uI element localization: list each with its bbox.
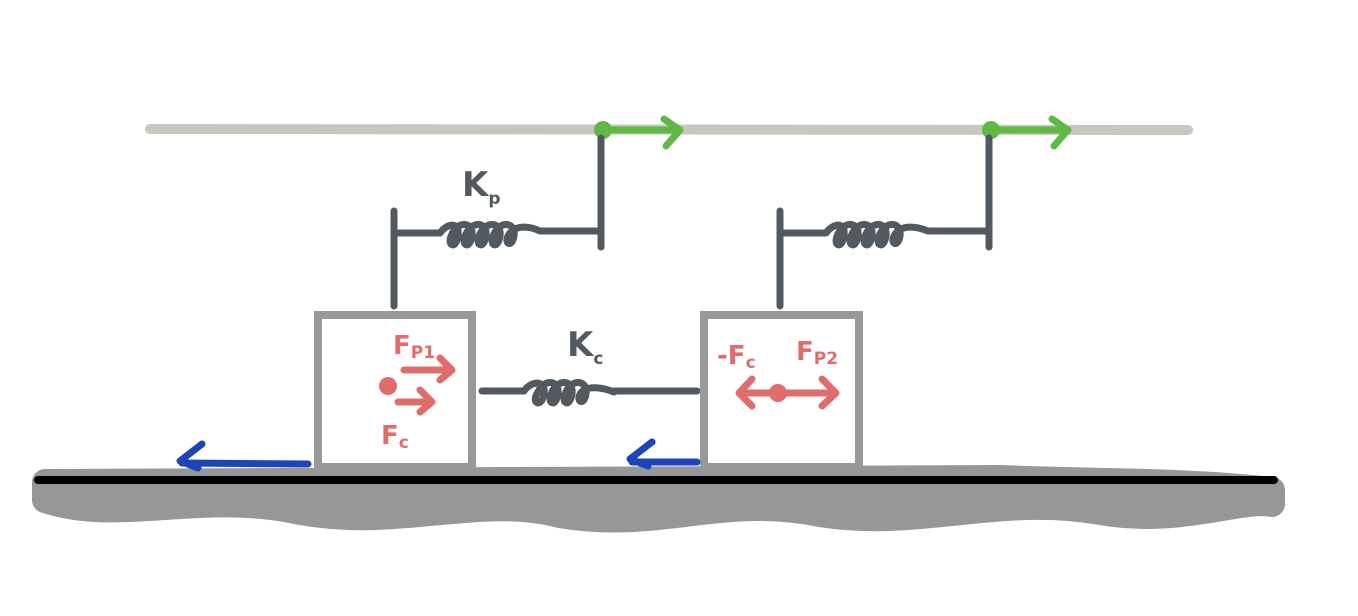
label-fc1: Fc bbox=[381, 421, 409, 453]
mass-block-2 bbox=[700, 311, 863, 471]
force-arrows-block-1 bbox=[379, 354, 456, 416]
mass-block-1 bbox=[314, 311, 476, 471]
velocity-arrow-2 bbox=[982, 115, 1072, 150]
label-fp2: FP2 bbox=[796, 337, 838, 369]
friction-arrow-2 bbox=[626, 438, 701, 470]
label-kp-sub: p bbox=[488, 189, 500, 209]
label-kp: Kp bbox=[462, 165, 501, 209]
label-kc-sub: c bbox=[593, 349, 603, 369]
ground-hatch bbox=[32, 465, 1285, 533]
spring-kc bbox=[478, 379, 701, 407]
label-minus-fc-sub: c bbox=[746, 353, 756, 373]
label-fc1-sub: c bbox=[399, 433, 409, 453]
label-fp2-sub: P2 bbox=[814, 349, 838, 369]
label-fp1: FP1 bbox=[393, 331, 435, 363]
label-fp1-sub: P1 bbox=[411, 343, 435, 363]
spring-kp-2 bbox=[776, 134, 993, 310]
friction-arrow-1 bbox=[176, 440, 312, 472]
force-arrows-block-2 bbox=[735, 375, 840, 410]
spring-kp-1 bbox=[390, 134, 605, 310]
label-kc: Kc bbox=[567, 325, 603, 369]
velocity-arrow-1 bbox=[594, 115, 684, 150]
label-minus-fc: -Fc bbox=[717, 341, 756, 373]
